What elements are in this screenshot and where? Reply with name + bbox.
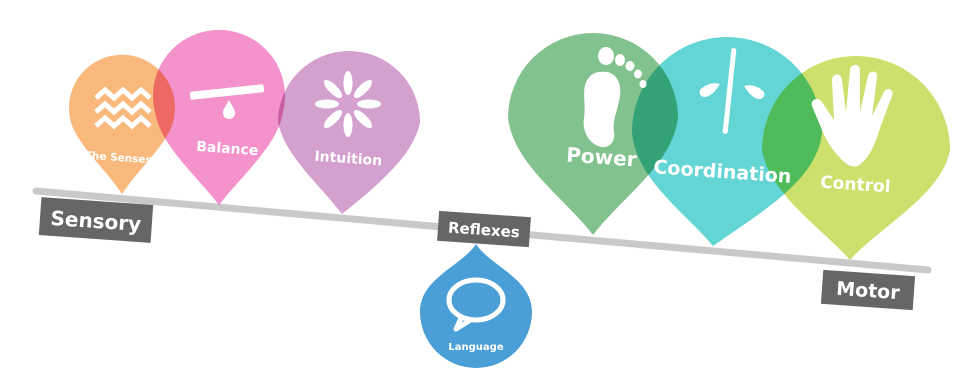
tag-motor-text: Motor bbox=[836, 278, 901, 304]
foot-icon bbox=[583, 47, 647, 148]
tag-sensory: Sensory bbox=[38, 197, 154, 243]
label-language: Language bbox=[448, 342, 503, 353]
wave-icon bbox=[94, 86, 152, 130]
label-control: Control bbox=[820, 173, 892, 198]
speech-bubble-icon bbox=[446, 277, 506, 332]
sparkle-icon bbox=[315, 71, 381, 137]
label-balance: Balance bbox=[196, 139, 259, 159]
tag-reflexes: Reflexes bbox=[437, 210, 531, 248]
label-senses: The Senses bbox=[84, 150, 152, 167]
hand-icon bbox=[811, 64, 893, 167]
drop-balance bbox=[153, 29, 285, 205]
label-power: Power bbox=[566, 143, 638, 172]
drop-language bbox=[420, 244, 532, 368]
balance-icon bbox=[189, 84, 265, 119]
tag-reflexes-text: Reflexes bbox=[447, 219, 520, 242]
drop-senses bbox=[69, 54, 175, 194]
divider-drops-icon bbox=[699, 48, 765, 134]
drop-coordination bbox=[632, 37, 822, 246]
tag-motor: Motor bbox=[820, 269, 916, 311]
label-intuition: Intuition bbox=[314, 149, 383, 170]
